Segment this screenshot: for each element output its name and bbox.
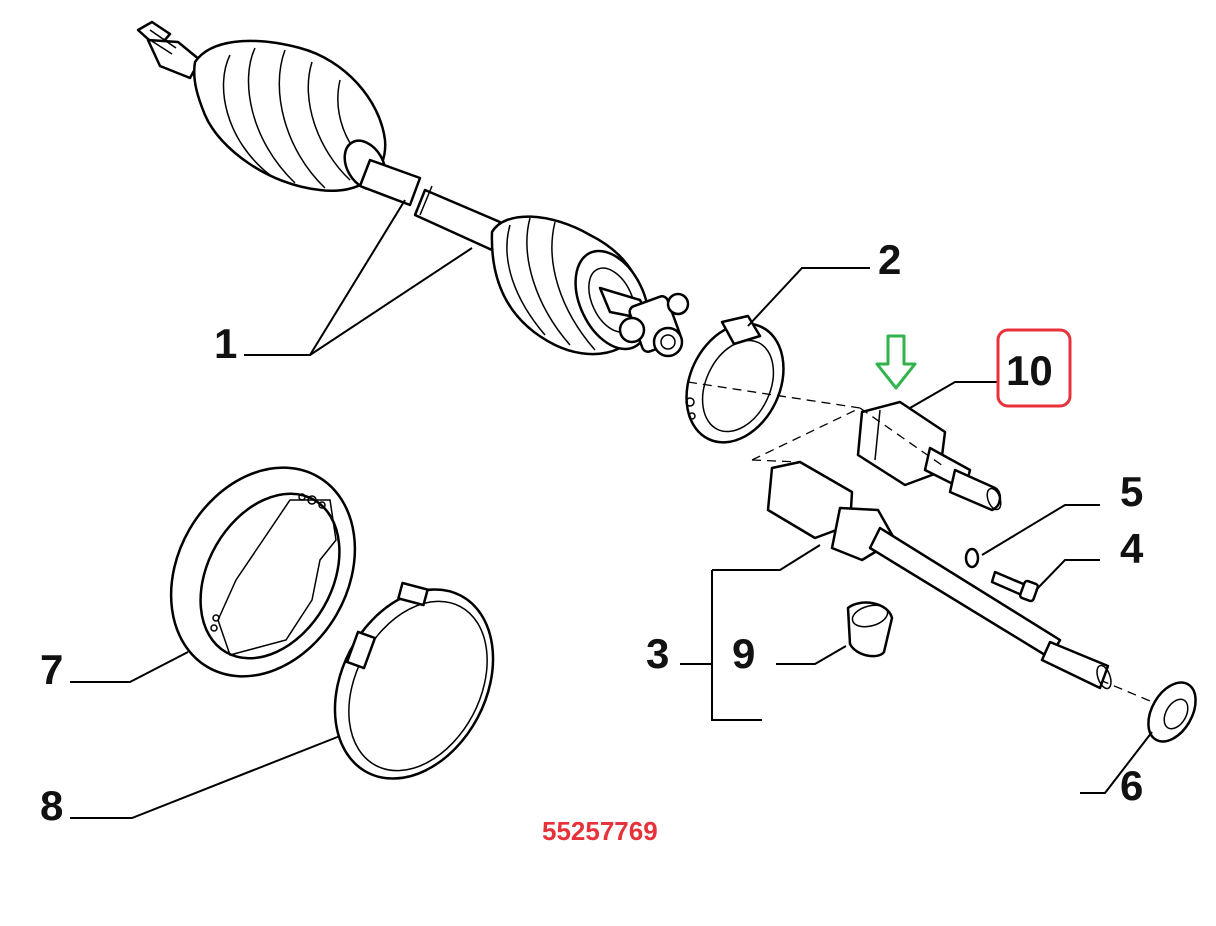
callout-6: 6 xyxy=(1120,762,1143,809)
callout-7: 7 xyxy=(40,646,63,693)
callout-10: 10 xyxy=(1006,347,1053,394)
callout-4: 4 xyxy=(1120,525,1144,572)
washer xyxy=(964,504,1100,569)
joint-part-10 xyxy=(856,381,1002,512)
callout-3: 3 xyxy=(646,630,669,677)
callout-1: 1 xyxy=(214,320,237,367)
highlight-box xyxy=(996,328,1072,408)
seal-cap xyxy=(1080,681,1197,794)
band-clamp xyxy=(70,581,495,819)
drive-shaft-assembly xyxy=(136,20,690,358)
bushing xyxy=(776,601,894,665)
inner-shaft xyxy=(680,460,1112,721)
bolt xyxy=(990,559,1100,603)
clamp-ring xyxy=(685,267,870,444)
part-code: 55257769 xyxy=(542,816,658,846)
arrow-down-icon xyxy=(875,334,917,390)
callout-5: 5 xyxy=(1120,468,1143,515)
projection-lines xyxy=(687,381,1163,707)
callout-2: 2 xyxy=(878,236,901,283)
callout-8: 8 xyxy=(40,782,63,829)
boot-housing-ring xyxy=(70,466,357,683)
callout-9: 9 xyxy=(732,630,755,677)
